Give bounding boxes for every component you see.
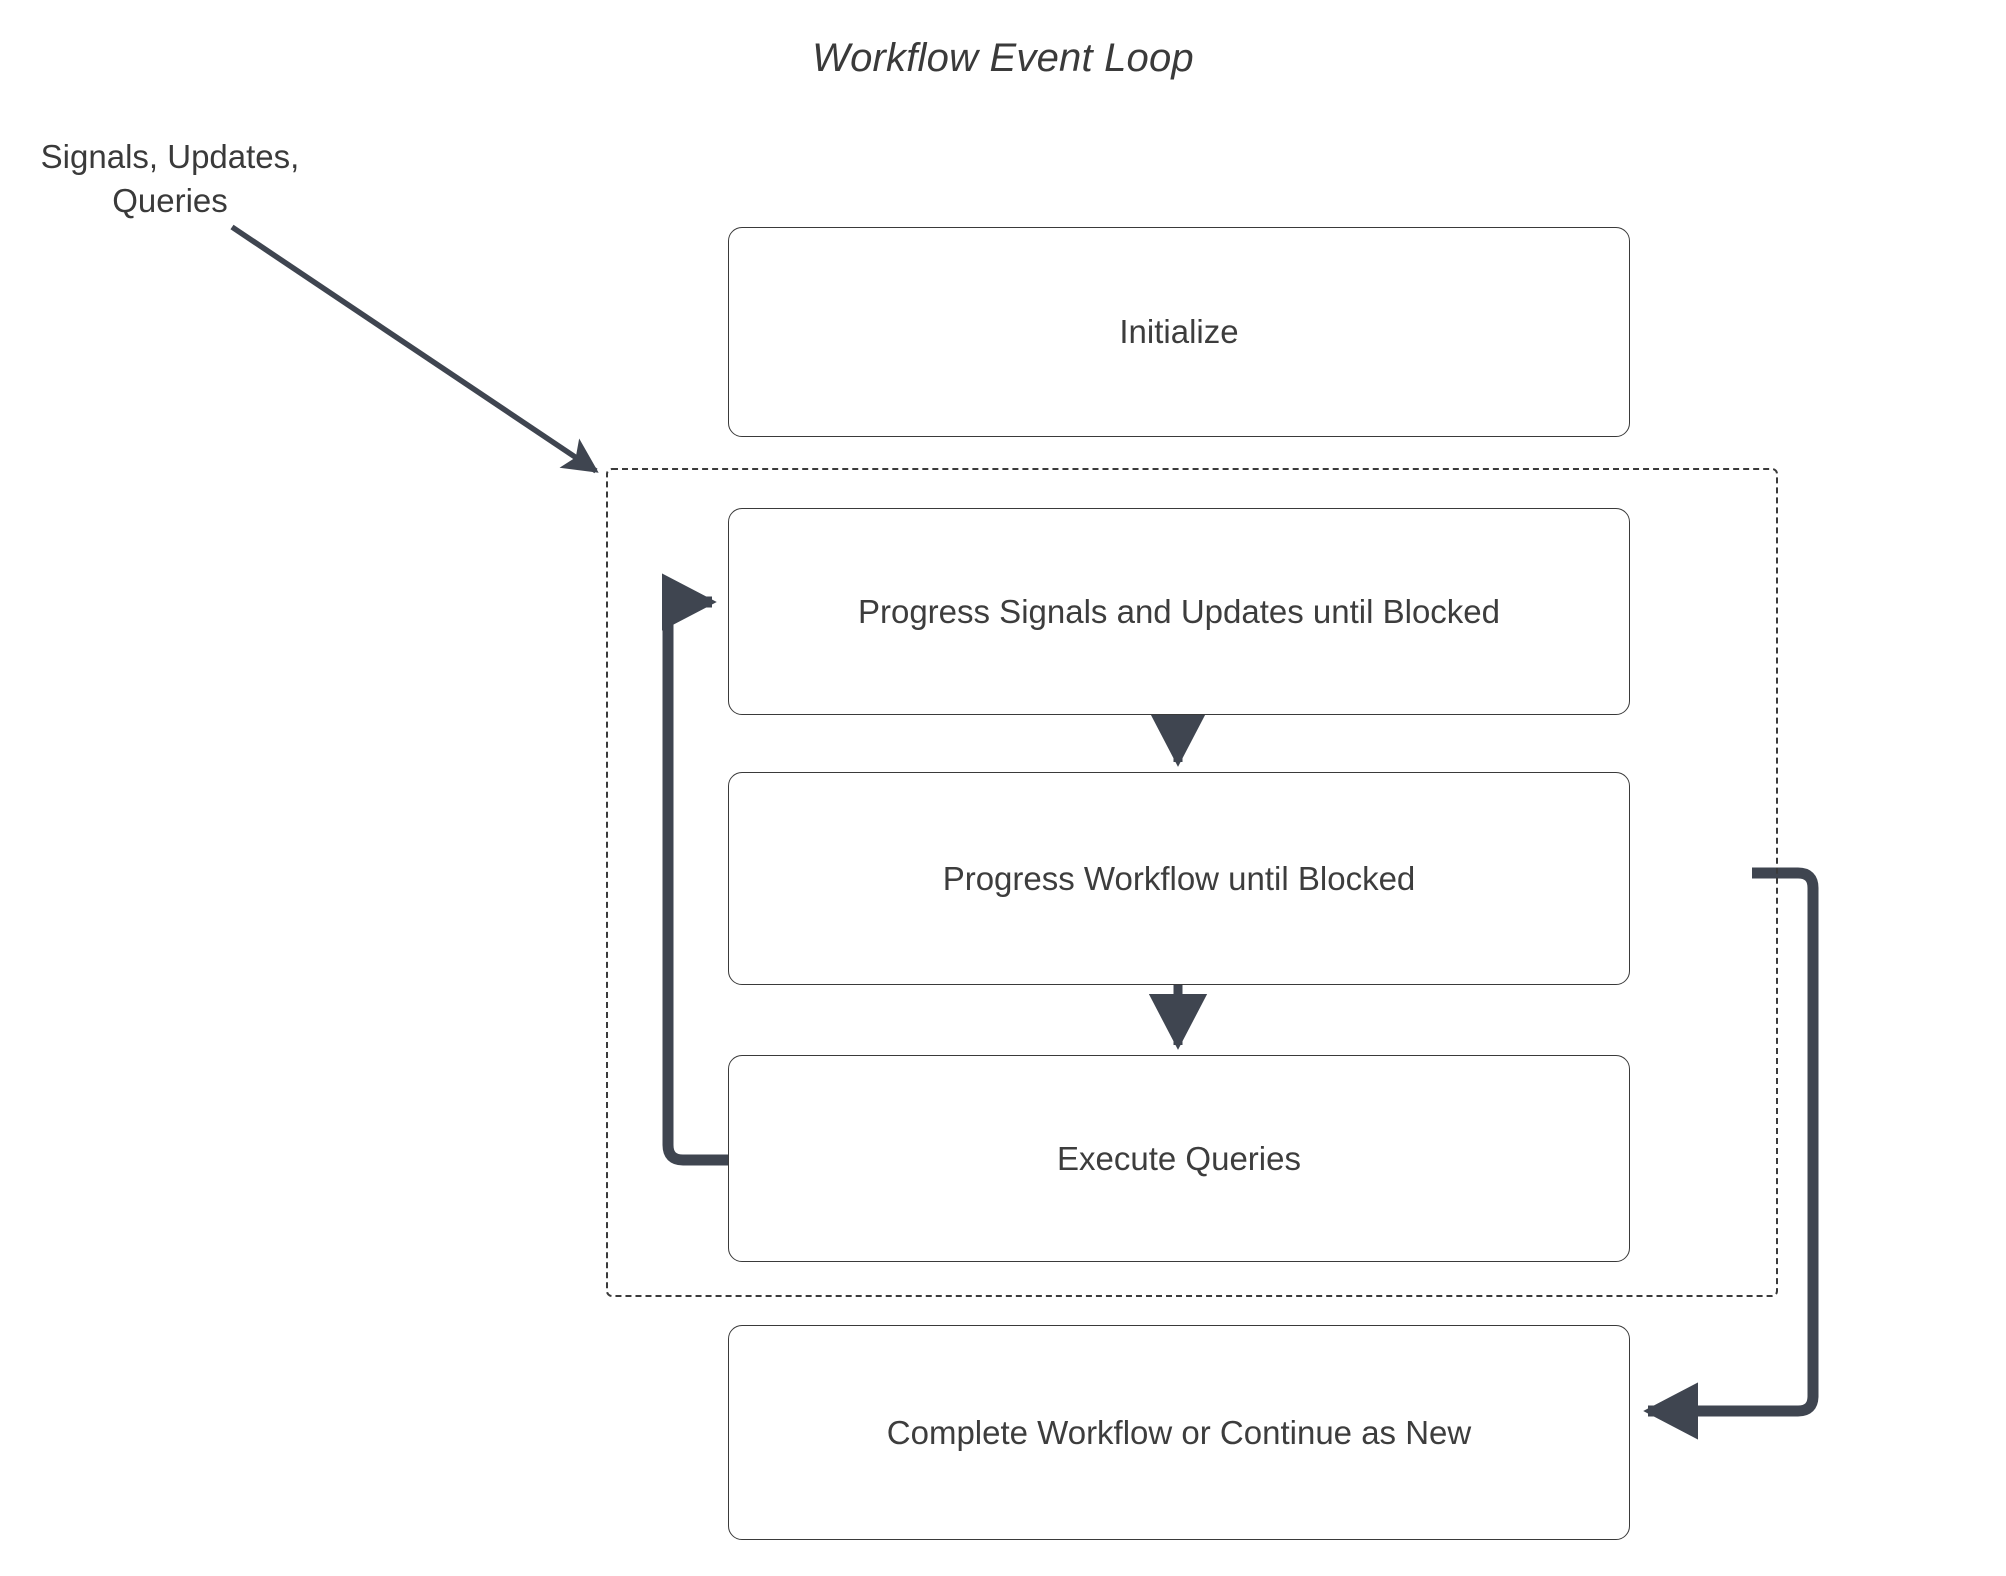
node-complete-workflow[interactable]: Complete Workflow or Continue as New	[728, 1325, 1630, 1540]
external-input-label: Signals, Updates, Queries	[40, 138, 300, 219]
node-initialize[interactable]: Initialize	[728, 227, 1630, 437]
node-execute-queries-label: Execute Queries	[1057, 1139, 1301, 1177]
page-title: Workflow Event Loop	[812, 36, 1194, 80]
edge-external-input-to-cluster	[230, 224, 599, 474]
node-progress-signals-label: Progress Signals and Updates until Block…	[857, 592, 1501, 630]
node-execute-queries[interactable]: Execute Queries	[728, 1055, 1630, 1262]
node-complete-workflow-label: Complete Workflow or Continue as New	[886, 1413, 1472, 1451]
node-progress-workflow-label: Progress Workflow until Blocked	[942, 859, 1416, 897]
node-initialize-label: Initialize	[1119, 313, 1239, 350]
node-progress-workflow[interactable]: Progress Workflow until Blocked	[728, 772, 1630, 985]
node-progress-signals-and-updates[interactable]: Progress Signals and Updates until Block…	[728, 508, 1630, 715]
cluster-event-loop	[606, 468, 1778, 1297]
